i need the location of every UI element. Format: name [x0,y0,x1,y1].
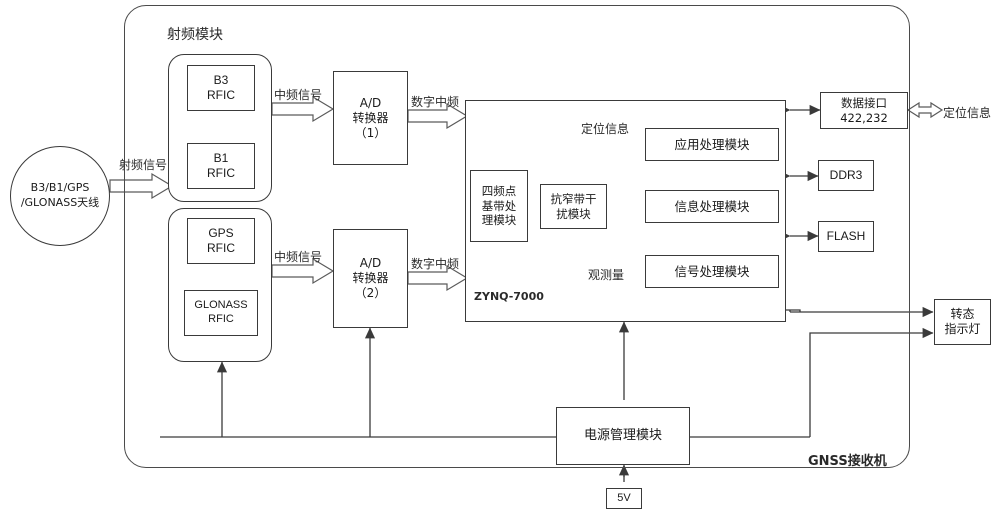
rfic-glonass-line1: GLONASS [194,299,248,312]
adc1-line2: 转换器 [352,110,389,125]
arrow-digital-if-upper [407,102,469,130]
antenna-line1: B3/B1/GPS [30,181,90,195]
rfic-gps-line2: RFIC [207,241,235,255]
data-interface-line2: 422,232 [840,110,888,125]
label-digital-if-lower: 数字中频 [411,257,460,271]
rfic-b3: B3 RFIC [187,65,255,111]
rfic-b3-line2: RFIC [207,88,235,102]
arrow-power-to-status-light [809,327,934,437]
label-if-signal-lower: 中频信号 [274,250,323,264]
flash-box: FLASH [818,221,874,252]
label-observation: 观测量 [588,268,625,282]
baseband-processing-module: 四频点 基带处 理模块 [470,170,528,242]
wire-zynq-status-a [786,309,801,312]
label-if-signal-upper: 中频信号 [274,88,323,102]
adc1-line1: A/D [359,95,382,110]
antijam-line2: 扰模块 [556,206,591,221]
information-processing-module: 信息处理模块 [645,190,779,223]
rfic-glonass: GLONASS RFIC [184,290,258,336]
baseband-line3: 理模块 [481,213,517,228]
signal-processing-module: 信号处理模块 [645,255,779,288]
adc2-line3: （2） [354,286,387,300]
rfic-gps-line1: GPS [208,226,234,240]
arrow-position-info-external [906,101,944,119]
label-digital-if-upper: 数字中频 [411,95,460,109]
baseband-line1: 四频点 [481,184,517,199]
rfic-gps: GPS RFIC [187,218,255,264]
baseband-line2: 基带处 [481,198,517,213]
application-processing-module: 应用处理模块 [645,128,779,161]
label-rf-signal: 射频信号 [119,158,168,172]
arrow-rf-signal [109,172,174,200]
label-position-info-external: 定位信息 [943,106,992,120]
zynq-chip-label: ZYNQ-7000 [474,290,544,303]
power-input-5v: 5V [606,488,642,509]
status-light-line2: 指示灯 [944,322,981,336]
adc-converter-2: A/D 转换器 （2） [333,229,408,328]
rfic-b3-line1: B3 [213,73,229,87]
data-interface-line1: 数据接口 [841,96,887,111]
anti-narrowband-interference-module: 抗窄带干 扰模块 [540,184,607,229]
rfic-b1: B1 RFIC [187,143,255,189]
gnss-receiver-boundary [124,5,910,468]
arrow-if-signal-lower [271,257,335,285]
ddr3-box: DDR3 [818,160,874,191]
arrow-digital-if-lower [407,264,469,292]
rf-module-label: 射频模块 [167,27,223,43]
antijam-line1: 抗窄带干 [550,192,597,207]
adc2-line2: 转换器 [352,271,389,285]
rfic-glonass-line2: RFIC [208,313,234,325]
adc-converter-1: A/D 转换器 （1） [333,71,408,165]
rfic-b1-line1: B1 [213,151,229,165]
gnss-receiver-label: GNSS接收机 [808,454,887,469]
label-position-info-internal: 定位信息 [581,122,630,136]
adc2-line1: A/D [359,256,382,270]
status-indicator-light: 转态 指示灯 [934,299,991,345]
status-light-line1: 转态 [950,307,975,321]
rfic-b1-line2: RFIC [207,166,235,180]
antenna: B3/B1/GPS /GLONASS天线 [10,146,110,246]
adc1-line3: （1） [354,125,387,140]
antenna-line2: /GLONASS天线 [20,196,100,209]
arrow-if-signal-upper [271,95,335,123]
data-interface-box: 数据接口 422,232 [820,92,908,129]
power-management-module: 电源管理模块 [556,407,690,465]
